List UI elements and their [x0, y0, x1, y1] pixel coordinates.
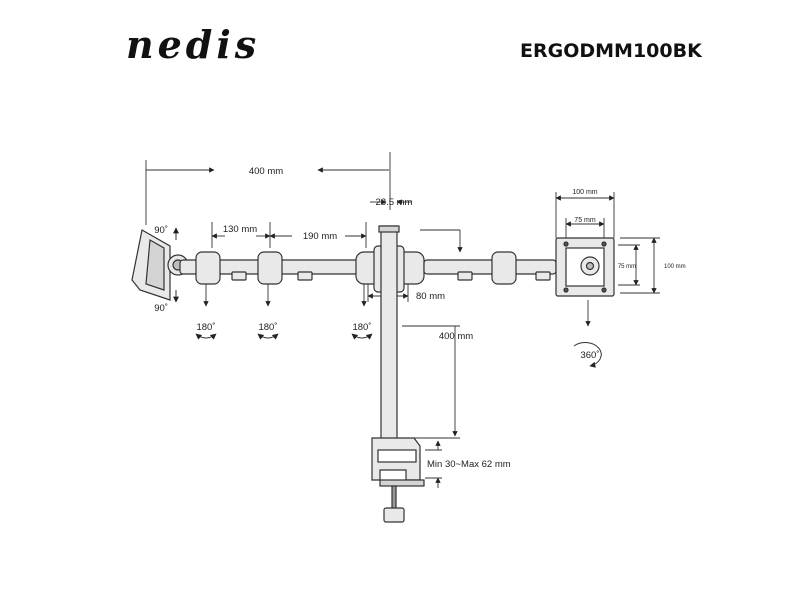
label-vesa-inner-top: 75 mm: [574, 217, 596, 224]
label-vesa-outer-side: 100 mm: [664, 264, 686, 270]
label-pole-diameter: 28.5 mm: [376, 197, 413, 208]
model-number: ERGODMM100BK: [520, 40, 702, 62]
pole: [380, 225, 398, 441]
label-vesa-outer-top: 100 mm: [572, 189, 597, 196]
label-tilt-down: 90˚: [154, 303, 168, 314]
label-swivel-1: 180˚: [196, 322, 215, 333]
mount-illustration: [131, 225, 615, 523]
dimension-lines: [145, 152, 660, 488]
label-width-total: 400 mm: [249, 166, 283, 177]
label-vesa-inner-side: 75 mm: [618, 264, 636, 270]
label-pole-height: 400 mm: [439, 331, 473, 342]
label-pole-offset: 80 mm: [416, 291, 445, 302]
label-rotation: 360˚: [580, 350, 599, 361]
label-arm-segment-2: 190 mm: [303, 231, 337, 242]
label-clamp-range: Min 30~Max 62 mm: [427, 459, 511, 470]
label-swivel-2: 180˚: [258, 322, 277, 333]
label-tilt-up: 90˚: [154, 225, 168, 236]
motion-arrows: [173, 227, 602, 368]
label-swivel-3: 180˚: [352, 322, 371, 333]
label-arm-segment-1: 130 mm: [223, 224, 257, 235]
brand-logo: nedis: [126, 22, 261, 67]
